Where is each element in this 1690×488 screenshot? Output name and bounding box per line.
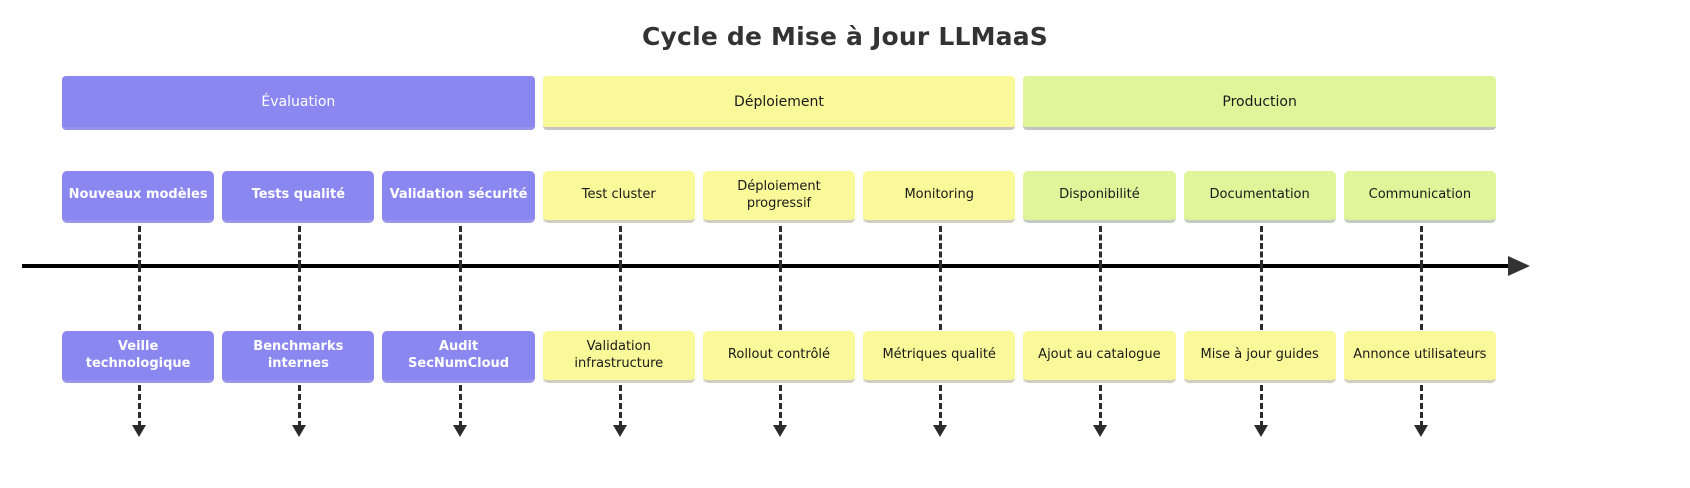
task-box-bottom-5[interactable]: Rollout contrôlé [702, 331, 856, 383]
connector-line-2-3 [298, 385, 301, 427]
task-box-bottom-4[interactable]: Validation infrastructure [542, 331, 695, 383]
task-box-bottom-6[interactable]: Métriques qualité [863, 331, 1016, 383]
connector-line-4-2 [619, 266, 622, 330]
task-box-top-5[interactable]: Déploiement progressif [702, 171, 856, 223]
page-title: Cycle de Mise à Jour LLMaaS [642, 22, 1048, 51]
timeline-axis [22, 264, 1512, 268]
task-label: Validation infrastructure [574, 339, 664, 371]
connector-line-8-2 [1260, 266, 1263, 330]
connector-arrow-icon-5 [773, 425, 787, 437]
task-box-bottom-9[interactable]: Annonce utilisateurs [1343, 331, 1496, 383]
connector-line-7-3 [1099, 385, 1102, 427]
task-box-bottom-8[interactable]: Mise à jour guides [1183, 331, 1336, 383]
connector-line-6-3 [939, 385, 942, 427]
task-box-top-7[interactable]: Disponibilité [1023, 171, 1176, 223]
connector-line-5-2 [779, 266, 782, 330]
task-box-top-9[interactable]: Communication [1343, 171, 1496, 223]
connector-arrow-icon-8 [1254, 425, 1268, 437]
connector-arrow-icon-2 [292, 425, 306, 437]
section-header-label: Production [1222, 93, 1297, 110]
task-label: Nouveaux modèles [68, 187, 208, 203]
task-label: Audit SecNumCloud [408, 339, 510, 371]
connector-line-5-3 [779, 385, 782, 427]
section-header-label: Évaluation [261, 93, 336, 110]
task-box-top-6[interactable]: Monitoring [863, 171, 1016, 223]
connector-line-3-2 [459, 266, 462, 330]
connector-line-8-1 [1260, 226, 1263, 266]
task-box-top-1[interactable]: Nouveaux modèles [62, 171, 215, 223]
task-box-top-8[interactable]: Documentation [1183, 171, 1336, 223]
connector-line-4-1 [619, 226, 622, 266]
task-box-top-2[interactable]: Tests qualité [222, 171, 375, 223]
connector-arrow-icon-9 [1414, 425, 1428, 437]
task-row-top: Nouveaux modèles Tests qualité Validation … [62, 171, 1496, 223]
task-box-bottom-1[interactable]: Veille technologique [62, 331, 215, 383]
section-header-1[interactable]: Évaluation [62, 76, 535, 130]
task-label: Disponibilité [1059, 187, 1140, 203]
task-label: Documentation [1209, 187, 1310, 203]
connector-line-9-2 [1420, 266, 1423, 330]
connector-line-1-3 [138, 385, 141, 427]
task-label: Test cluster [581, 187, 656, 203]
connector-line-2-1 [298, 226, 301, 266]
task-row-bottom: Veille technologique Benchmarks internes A… [62, 331, 1496, 383]
connector-line-3-3 [459, 385, 462, 427]
task-label: Mise à jour guides [1200, 347, 1319, 363]
connector-arrow-icon-6 [933, 425, 947, 437]
section-header-3[interactable]: Production [1023, 76, 1496, 130]
connector-line-4-3 [619, 385, 622, 427]
connector-arrow-icon-7 [1093, 425, 1107, 437]
task-label: Métriques qualité [882, 347, 996, 363]
section-header-2[interactable]: Déploiement [542, 76, 1016, 130]
task-label: Rollout contrôlé [727, 347, 831, 363]
connector-arrow-icon-1 [132, 425, 146, 437]
connector-line-5-1 [779, 226, 782, 266]
connector-line-1-1 [138, 226, 141, 266]
connector-arrow-icon-4 [613, 425, 627, 437]
task-label: Benchmarks internes [253, 339, 344, 371]
section-header-label: Déploiement [734, 93, 824, 110]
task-box-bottom-7[interactable]: Ajout au catalogue [1023, 331, 1176, 383]
task-label: Ajout au catalogue [1038, 347, 1161, 363]
connector-arrow-icon-3 [453, 425, 467, 437]
task-label: Communication [1368, 187, 1472, 203]
section-header-row: Évaluation Déploiement Production [62, 76, 1496, 130]
connector-line-6-2 [939, 266, 942, 330]
task-box-bottom-3[interactable]: Audit SecNumCloud [382, 331, 535, 383]
task-box-top-3[interactable]: Validation sécurité [382, 171, 535, 223]
timeline-arrow-icon [1508, 256, 1530, 276]
connector-line-9-3 [1420, 385, 1423, 427]
connector-line-6-1 [939, 226, 942, 266]
connector-line-2-2 [298, 266, 301, 330]
task-label: Déploiement progressif [737, 179, 821, 211]
connector-line-1-2 [138, 266, 141, 330]
task-label: Monitoring [904, 187, 974, 203]
task-box-bottom-2[interactable]: Benchmarks internes [222, 331, 375, 383]
task-label: Annonce utilisateurs [1353, 347, 1487, 363]
connector-line-8-3 [1260, 385, 1263, 427]
task-label: Veille technologique [85, 339, 191, 371]
connector-line-9-1 [1420, 226, 1423, 266]
task-label: Tests qualité [251, 187, 346, 203]
task-label: Validation sécurité [389, 187, 528, 203]
connector-line-3-1 [459, 226, 462, 266]
connector-line-7-2 [1099, 266, 1102, 330]
task-box-top-4[interactable]: Test cluster [542, 171, 695, 223]
connector-line-7-1 [1099, 226, 1102, 266]
